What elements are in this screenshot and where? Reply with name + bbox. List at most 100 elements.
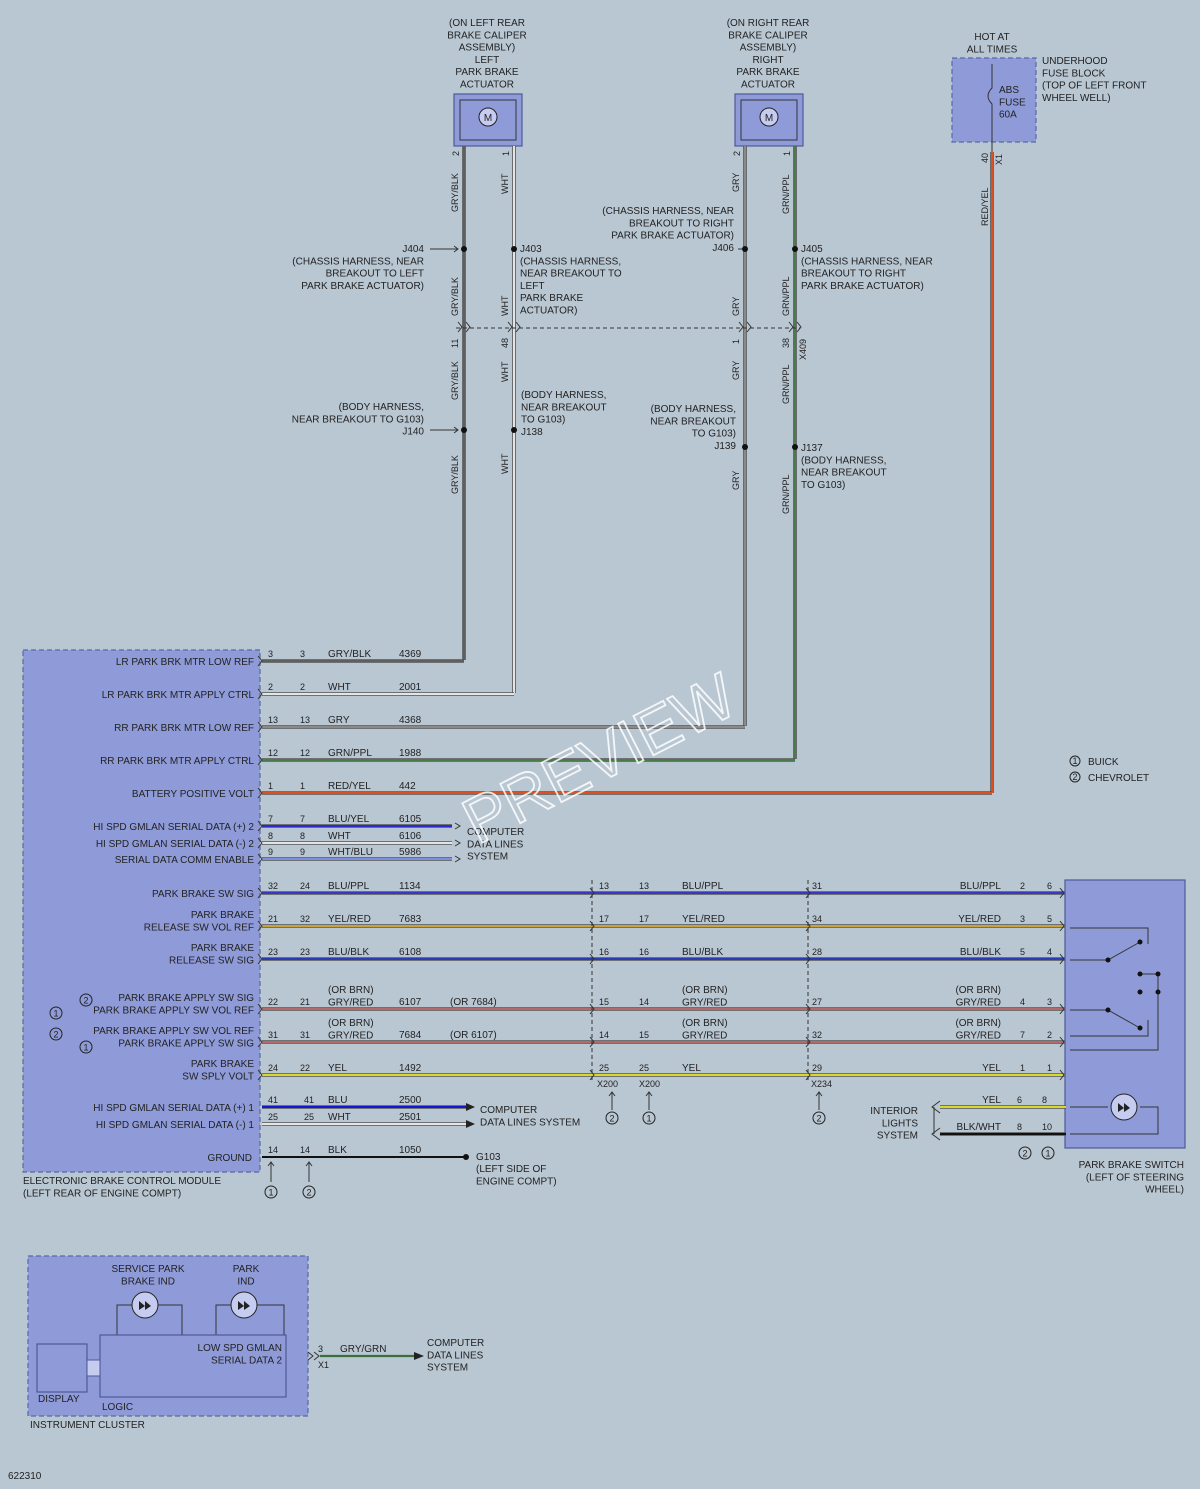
cluster-display-label: DISPLAY xyxy=(38,1394,80,1405)
ebcm-wire-color-5: RED/YEL xyxy=(328,781,371,792)
gmlan1-arrow-icon-2 xyxy=(466,1120,475,1128)
ebcm-box xyxy=(22,649,261,1173)
legend-badge-2-num: 2 xyxy=(1072,772,1077,782)
switch-s1-pin-4: 4 xyxy=(1020,997,1025,1007)
ebcm-pin2-5: 1 xyxy=(300,781,305,791)
ebcm-chevron-3 xyxy=(257,721,263,733)
ebcm-pin2-7: 8 xyxy=(300,831,305,841)
marker-apply-ref-1-ring xyxy=(49,1006,63,1020)
ebcm-pin1-2: 2 xyxy=(268,682,273,692)
ebcm-pin-label-3: RR PARK BRK MTR LOW REF xyxy=(114,723,254,734)
wl-grnppl-2: GRN/PPL xyxy=(781,276,791,316)
interior-wire-color-2: BLK/WHT xyxy=(957,1122,1001,1133)
splice-j406-dot xyxy=(742,246,748,252)
switch-pin2-3: 23 xyxy=(300,947,310,957)
wl-gryblk-2: GRY/BLK xyxy=(450,277,460,316)
marker-interior-1: 1 xyxy=(1045,1149,1050,1159)
switch-chevrons-3 xyxy=(257,953,1065,965)
interior-s1-pin-1: 6 xyxy=(1017,1095,1022,1105)
ebcm-pin-label-2: LR PARK BRK MTR APPLY CTRL xyxy=(102,690,255,701)
x409-pin-48: 48 xyxy=(500,338,510,348)
ebcm-wire-color-3: GRY xyxy=(328,715,350,726)
ebcm-chevron-1 xyxy=(257,655,263,667)
switch-chevrons-6 xyxy=(257,1069,1065,1081)
interior-s2-pin-2: 10 xyxy=(1042,1122,1052,1132)
splice-j403-dot xyxy=(511,246,517,252)
legend-badge-1-num: 1 xyxy=(1072,756,1077,766)
fuse-pin: 40 xyxy=(980,153,990,163)
switch-lamp-icon xyxy=(1070,1093,1159,1135)
instrument-cluster-label: INSTRUMENT CLUSTER xyxy=(30,1420,145,1431)
marker-ebcm-2: 2 xyxy=(306,1188,311,1198)
cluster-lamp-wiring xyxy=(116,1304,285,1335)
switch-circuit-3: 6108 xyxy=(399,947,422,958)
la-pin1: 1 xyxy=(501,151,511,156)
wl-wht-1: WHT xyxy=(500,173,510,194)
ebcm-pin1-3: 13 xyxy=(268,715,278,725)
switch-s1-pin-2: 3 xyxy=(1020,914,1025,924)
splice-j140-label: (BODY HARNESS,NEAR BREAKOUT TO G103)J140 xyxy=(292,402,425,438)
switch-wire3-color-4: (OR BRN)GRY/RED xyxy=(955,985,1001,1008)
ebcm-circuit-1: 4369 xyxy=(399,649,422,660)
marker-x200a: 2 xyxy=(609,1114,614,1124)
gmlan1-wire-color-2: WHT xyxy=(328,1112,351,1123)
switch-pin1-2: 21 xyxy=(268,914,278,924)
splice-j140-dot xyxy=(461,427,467,433)
ebcm-pin2-8: 9 xyxy=(300,847,305,857)
marker-arrow-2 xyxy=(305,1161,313,1182)
ebcm-circuit-2: 2001 xyxy=(399,682,422,693)
switch-wire2-color-1: BLU/PPL xyxy=(682,881,724,892)
marker-apply-sig-1: 1 xyxy=(83,1043,88,1053)
right-actuator-inner xyxy=(740,99,798,141)
switch-internal-contacts xyxy=(1070,927,1161,1051)
gmlan1-circuit-1: 2500 xyxy=(399,1095,422,1106)
interior-lights-bracket xyxy=(931,1100,941,1141)
gmlan1-label-2: HI SPD GMLAN SERIAL DATA (-) 1 xyxy=(96,1120,255,1131)
ground-pin2: 14 xyxy=(300,1145,310,1155)
wl-redyel: RED/YEL xyxy=(980,187,990,226)
ebcm-pin-label-5: BATTERY POSITIVE VOLT xyxy=(132,789,254,800)
marker-apply-sig-1-ring xyxy=(79,1040,93,1054)
wl-grnppl-4: GRN/PPL xyxy=(781,474,791,514)
ebcm-pin-label-6: HI SPD GMLAN SERIAL DATA (+) 2 xyxy=(93,822,254,833)
marker-arrow-1 xyxy=(267,1161,275,1182)
switch-wire-color-5: (OR BRN)GRY/RED xyxy=(328,1018,374,1041)
ebcm-wire-color-1: GRY/BLK xyxy=(328,649,371,660)
switch-x200b-pin-1: 13 xyxy=(639,881,649,891)
switch-x200a-pin-3: 16 xyxy=(599,947,609,957)
switch-pin1-1: 32 xyxy=(268,881,278,891)
switch-x234-pin-3: 28 xyxy=(812,947,822,957)
marker-ebcm-1-ring xyxy=(264,1185,278,1199)
ebcm-pin1-4: 12 xyxy=(268,748,278,758)
ebcm-pin1-7: 8 xyxy=(268,831,273,841)
ebcm-chevron-2 xyxy=(257,688,263,700)
g103-label: G103 xyxy=(476,1152,501,1163)
cluster-logic-box xyxy=(99,1334,287,1398)
switch-x200b-pin-5: 15 xyxy=(639,1030,649,1040)
legend-buick: BUICK xyxy=(1088,757,1119,768)
marker-x234-ring xyxy=(812,1111,826,1125)
switch-x200a-pin-5: 14 xyxy=(599,1030,609,1040)
ebcm-chevron-5 xyxy=(257,787,263,799)
ebcm-wire-color-4: GRN/PPL xyxy=(328,748,372,759)
ebcm-circuit-6: 6105 xyxy=(399,814,422,825)
cluster-display-box xyxy=(36,1343,88,1393)
wl-grnppl-3: GRN/PPL xyxy=(781,364,791,404)
switch-x200a-pin-4: 15 xyxy=(599,997,609,1007)
marker-arrow-4 xyxy=(645,1091,653,1110)
interior-s2-pin-1: 8 xyxy=(1042,1095,1047,1105)
gmlan1-pin1-2: 25 xyxy=(268,1112,278,1122)
vertical-wire-labels: GRY/BLK WHT GRY GRN/PPL RED/YEL GRY/BLK … xyxy=(450,173,990,514)
